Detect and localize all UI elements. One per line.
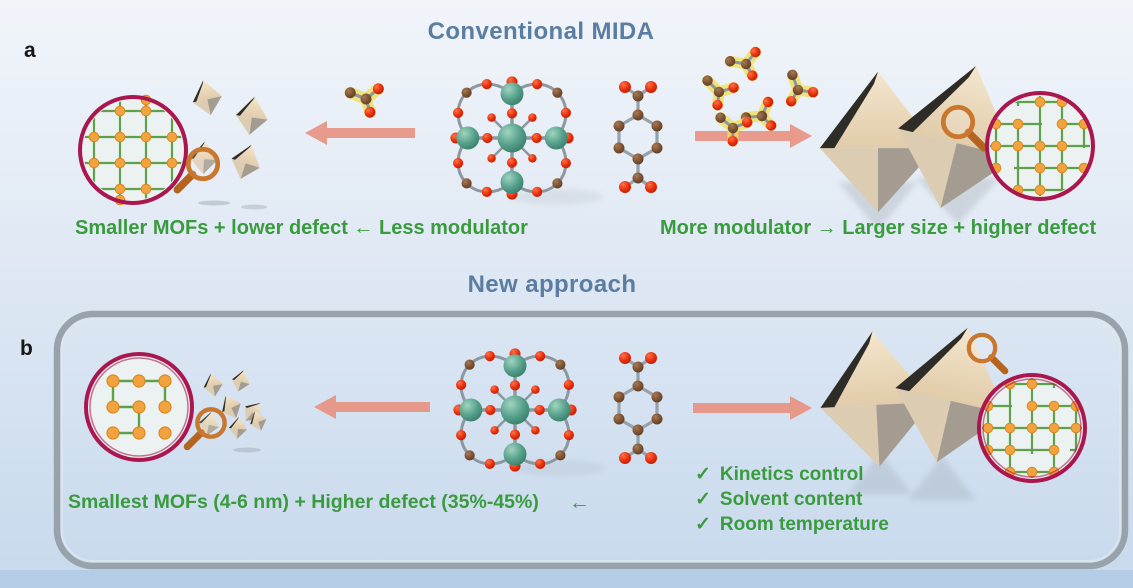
lattice-grid (83, 100, 183, 200)
panel-a-title: Conventional MIDA (427, 18, 655, 45)
octahedron-crystal-tiny (201, 371, 225, 399)
crystal-shadow (233, 447, 261, 453)
checklist-item-label: Room temperature (719, 514, 889, 535)
octahedron-crystal-small (233, 94, 271, 138)
zr6-cluster-b (451, 346, 579, 474)
reaction-arrow-right-b (693, 396, 812, 420)
octahedron-crystal-tiny (227, 416, 249, 440)
crystal-shadow (198, 200, 230, 206)
modulator-molecule (344, 83, 387, 121)
left-arrow-glyph: ← (568, 491, 590, 514)
panel-b-caption-text: Smallest MOFs (4-6 nm) + Higher defect (… (68, 490, 539, 513)
panel-a-caption-left: Smaller MOFs + lower defect ← Less modul… (75, 217, 528, 239)
lattice-circle-low-defect (78, 94, 188, 206)
check-icon: ✓ (695, 489, 711, 510)
zoom-circle-outline (985, 91, 1095, 201)
new-approach-checklist: ✓ Kinetics control ✓ Solvent content ✓ R… (695, 462, 889, 537)
lattice-vacancies (1012, 388, 1070, 468)
modulator-molecule (711, 112, 753, 149)
panel-a-label: a (24, 39, 36, 62)
zr6-cluster-a (448, 74, 576, 202)
lattice-nodes (106, 374, 172, 440)
check-icon: ✓ (695, 514, 711, 535)
octahedron-crystal-small (226, 140, 266, 184)
octahedron-crystal-tiny (229, 367, 253, 394)
zoom-circle-inner-ring (982, 378, 1082, 478)
panel-b-graphics (53, 310, 1129, 570)
check-icon: ✓ (695, 464, 711, 485)
panel-b-label: b (20, 337, 33, 360)
panel-a-caption-right: More modulator → Larger size + higher de… (660, 217, 1097, 239)
lattice-circle-highest-defect (84, 352, 194, 462)
checklist-item-label: Solvent content (719, 489, 863, 510)
checklist-item: ✓ Kinetics control (695, 462, 889, 487)
modulator-molecule (772, 68, 821, 116)
reaction-arrow-right-a (695, 124, 812, 148)
panel-b-title: New approach (467, 271, 637, 298)
bdc-linker-a (611, 79, 665, 195)
panel-a-graphics (78, 45, 1095, 230)
lattice-circle-high-defect-b (977, 373, 1087, 483)
lattice-nodes (88, 94, 178, 206)
octahedron-crystal-small (188, 77, 226, 119)
zoom-circle-outline (78, 95, 188, 205)
reaction-arrow-left-b (314, 395, 430, 419)
checklist-item: ✓ Room temperature (695, 512, 889, 537)
panel-b-border-highlight (61, 318, 1121, 562)
zoom-circle-outline (977, 373, 1087, 483)
lattice-circle-high-defect (985, 91, 1095, 201)
crystal-shadow (241, 204, 267, 210)
bdc-linker-b (611, 350, 665, 466)
bottom-strip (0, 570, 1133, 588)
zoom-circle-outline (84, 352, 194, 462)
cluster-shadow-a (511, 189, 603, 205)
panel-b-border (53, 310, 1129, 570)
checklist-item: ✓ Solvent content (695, 487, 889, 512)
modulator-molecule (696, 74, 740, 114)
crystal-reflections-b (848, 452, 976, 500)
lattice-vacancies (1000, 106, 1089, 173)
checklist-item-label: Kinetics control (719, 464, 864, 485)
panel-b-caption: Smallest MOFs (4-6 nm) + Higher defect (… (68, 491, 590, 514)
modulator-molecule (723, 45, 769, 87)
reaction-arrow-left-a (305, 121, 415, 145)
zoom-circle-inner-ring (89, 357, 189, 457)
